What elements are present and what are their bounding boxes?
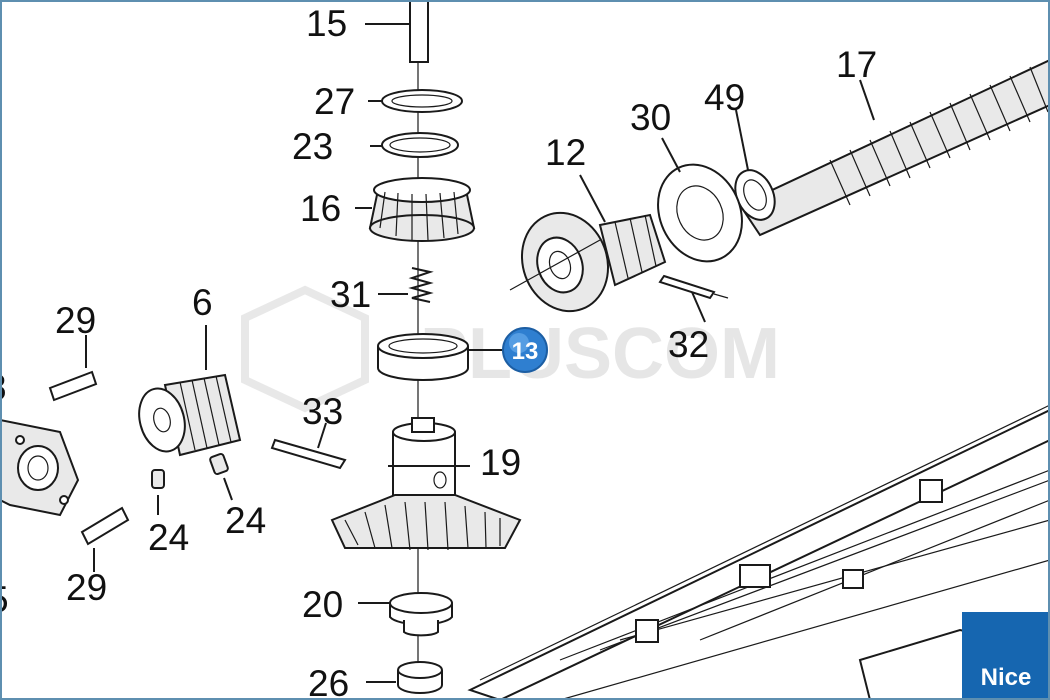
callout-20: 20 xyxy=(302,584,343,625)
part-12-bevel-gear: 12 xyxy=(509,132,667,313)
callout-16: 16 xyxy=(300,188,341,229)
part-24-setscrew-b: 24 xyxy=(209,452,266,541)
part-32-pin: 32 xyxy=(658,274,729,365)
callout-23: 23 xyxy=(292,126,333,167)
callout-26: 26 xyxy=(308,663,349,700)
callout-13-marker[interactable]: 13 xyxy=(502,327,548,373)
callout-31: 31 xyxy=(330,274,371,315)
callout-19: 19 xyxy=(480,442,521,483)
callout-17: 17 xyxy=(836,44,877,85)
part-20-bushing: 20 xyxy=(302,584,453,637)
part-31-spring: 31 xyxy=(330,267,434,315)
part-27-clip: 27 xyxy=(314,81,463,122)
callout-13: 13 xyxy=(512,338,539,365)
callout-32: 32 xyxy=(668,324,709,365)
callout-49: 49 xyxy=(704,77,745,118)
callout-24-a: 24 xyxy=(148,517,189,558)
callout-27: 27 xyxy=(314,81,355,122)
part-6-worm: 6 xyxy=(138,282,242,457)
part-49-ring: 49 xyxy=(704,77,776,221)
brand-logo: Nice xyxy=(962,612,1050,700)
part-26-washer: 26 xyxy=(308,661,443,700)
watermark: PLUSCOM xyxy=(241,285,780,413)
callout-15: 15 xyxy=(306,3,347,44)
left-bracket: 8 5 xyxy=(0,367,80,620)
part-13-bushing xyxy=(377,333,505,381)
callout-33: 33 xyxy=(302,391,343,432)
part-29-screw-top: 29 xyxy=(48,300,98,402)
part-29-screw-bottom: 29 xyxy=(66,506,130,608)
callout-29-top: 29 xyxy=(55,300,96,341)
part-24-setscrew-a: 24 xyxy=(148,469,189,558)
callout-6: 6 xyxy=(192,282,213,323)
part-23-ring: 23 xyxy=(292,126,459,167)
part-16-gear: 16 xyxy=(300,177,476,242)
callout-30: 30 xyxy=(630,97,671,138)
callout-24-b: 24 xyxy=(225,500,266,541)
callout-5-partial: 5 xyxy=(0,579,9,620)
part-30-bearing: 30 xyxy=(630,97,743,263)
brand-logo-text: Nice xyxy=(980,664,1032,691)
callout-8-partial: 8 xyxy=(0,367,7,408)
part-15-shaft: 15 xyxy=(306,0,429,63)
part-19-bevel-gear: 19 xyxy=(330,417,522,551)
watermark-text: PLUSCOM xyxy=(420,314,780,394)
callout-29-bottom: 29 xyxy=(66,567,107,608)
part-33-pin: 33 xyxy=(270,391,347,470)
part-17-worm-shaft: 17 xyxy=(738,44,1050,237)
callout-12: 12 xyxy=(545,132,586,173)
